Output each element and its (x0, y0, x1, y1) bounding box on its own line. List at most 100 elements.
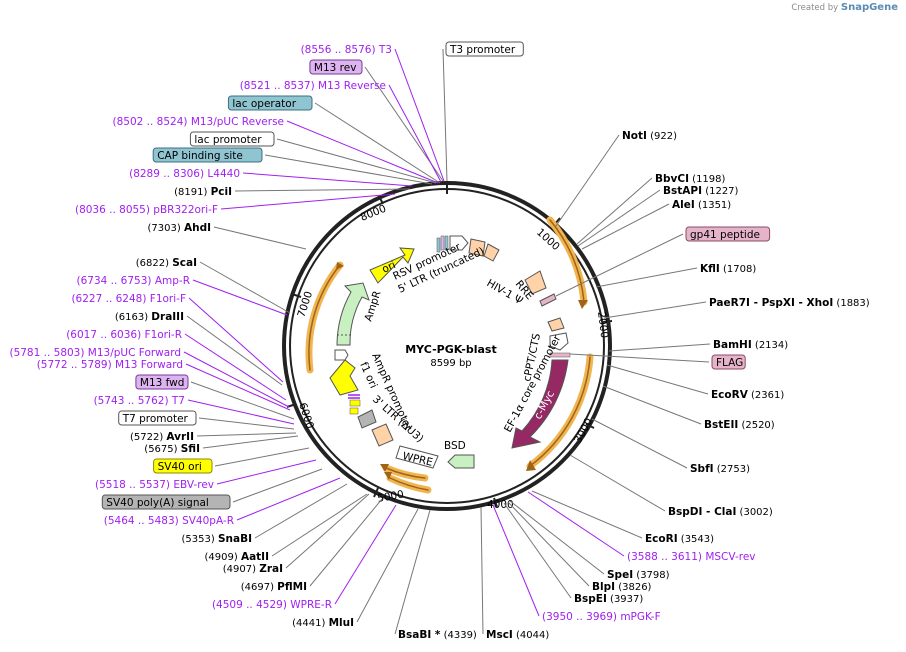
label-text-sv40-ori: SV40 ori (158, 461, 202, 473)
label-text-zrai: (4907) ZraI (223, 563, 283, 575)
plasmid-name: MYC-PGK-blast (405, 343, 497, 356)
site-label-wpre-r[interactable]: (4509 .. 4529) WPRE-R (212, 599, 332, 611)
site-label-scai[interactable]: (6822) ScaI (136, 257, 197, 269)
site-label-m13-fwd[interactable]: M13 fwd (135, 374, 189, 390)
site-label-lac-operator[interactable]: lac operator (227, 95, 313, 111)
site-label-m13-forward[interactable]: (5772 .. 5789) M13 Forward (37, 359, 183, 371)
label-box-m13-rev (309, 59, 363, 75)
leader-bspdi (569, 454, 666, 512)
site-label-sv40-ori[interactable]: SV40 ori (153, 458, 213, 474)
site-label-sbfi[interactable]: SbfI (2753) (690, 463, 750, 475)
site-label-mpgk-f[interactable]: (3950 .. 3969) mPGK-F (542, 611, 661, 623)
site-label-zrai[interactable]: (4907) ZraI (223, 563, 283, 575)
label-text-f1ori-r: (6017 .. 6036) F1ori-R (66, 329, 182, 341)
site-label-paer7i[interactable]: PaeR7I - PspXI - XhoI (1883) (709, 297, 870, 309)
site-label-bspdi[interactable]: BspDI - ClaI (3002) (668, 506, 773, 518)
leader-bstapi (577, 189, 661, 247)
wpre-feature (395, 445, 439, 469)
label-text-blpi: BlpI (3826) (592, 581, 652, 593)
label-box-sv40-ori (153, 458, 213, 474)
site-label-avrii[interactable]: (5722) AvrII (130, 431, 194, 443)
site-label-alei[interactable]: AleI (1351) (672, 199, 731, 211)
site-label-spei[interactable]: SpeI (3798) (607, 569, 670, 581)
site-label-aatii[interactable]: (4909) AatII (205, 551, 269, 563)
leader-blpi (507, 501, 590, 587)
site-label-gp41-peptide[interactable]: gp41 peptide (685, 226, 771, 242)
site-label-ecori[interactable]: EcoRI (3543) (645, 533, 714, 545)
label-text-ecorv: EcoRV (2361) (711, 389, 784, 401)
tick-5000 (373, 487, 379, 498)
sv40ori-box (349, 399, 361, 407)
site-label-bsteii[interactable]: BstEII (2520) (704, 419, 775, 431)
leader-sv40-ori (214, 447, 310, 467)
leader-f1ori-f (188, 297, 284, 383)
leader-flag (569, 353, 710, 363)
site-label-cap-binding-site[interactable]: CAP binding site (152, 147, 263, 163)
leader-m13-fwd (190, 381, 295, 420)
site-label-m13-puc-forward[interactable]: (5781 .. 5803) M13/pUC Forward (9, 347, 181, 359)
label-text-m13-rev: M13 rev (314, 62, 357, 74)
site-label-ahdi[interactable]: (7303) AhdI (148, 222, 211, 234)
site-label-f1ori-f[interactable]: (6227 .. 6248) F1ori-F (71, 293, 186, 305)
label-text-t3-promoter: T3 promoter (449, 44, 516, 56)
site-label-m13-rev[interactable]: M13 rev (309, 59, 363, 75)
ampr-promoter-arrow (334, 349, 349, 361)
site-label-m13-reverse[interactable]: (8521 .. 8537) M13 Reverse (240, 80, 386, 92)
leader-mlui (356, 508, 419, 623)
leader-ahdi (213, 226, 307, 250)
leader-ecorv (606, 364, 709, 395)
leader-spei (509, 500, 605, 575)
site-label-pbr322ori-f[interactable]: (8036 .. 8055) pBR322ori-F (75, 204, 218, 216)
site-label-mscv-rev[interactable]: (3588 .. 3611) MSCV-rev (627, 551, 756, 563)
label-text-mlui: (4441) MluI (292, 617, 354, 629)
leader-t7-promoter (198, 417, 295, 430)
site-label-flag[interactable]: FLAG (711, 354, 746, 370)
site-label-pflmi[interactable]: (4697) PflMI (241, 581, 307, 593)
site-label-t3[interactable]: (8556 .. 8576) T3 (301, 44, 392, 56)
label-text-kfli: KflI (1708) (700, 263, 756, 275)
site-label-bsabi[interactable]: BsaBI * (4339) (398, 629, 477, 641)
label-text-ahdi: (7303) AhdI (148, 222, 211, 234)
leader-lac-promoter (276, 138, 437, 184)
site-label-t3-promoter[interactable]: T3 promoter (445, 41, 524, 57)
label-text-amp-r: (6734 .. 6753) Amp-R (77, 275, 191, 287)
site-label-bspei[interactable]: BspEI (3937) (574, 593, 643, 605)
site-label-sv40-poly-a-signal[interactable]: SV40 poly(A) signal (101, 494, 231, 510)
leader-m13-reverse (388, 84, 442, 183)
label-box-lac-operator (227, 95, 313, 111)
site-label-f1ori-r[interactable]: (6017 .. 6036) F1ori-R (66, 329, 182, 341)
ltr5-box (468, 238, 486, 257)
site-label-l4440[interactable]: (8289 .. 8306) L4440 (129, 168, 240, 180)
site-label-snabi[interactable]: (5353) SnaBI (182, 533, 252, 545)
site-label-blpi[interactable]: BlpI (3826) (592, 581, 652, 593)
site-label-t7-promoter[interactable]: T7 promoter (118, 410, 197, 426)
leader-sv40-poly-a-signal (232, 468, 323, 503)
label-text-msci: MscI (4044) (486, 629, 549, 641)
leader-ebv-rev (216, 459, 317, 485)
site-label-ecorv[interactable]: EcoRV (2361) (711, 389, 784, 401)
label-box-m13-fwd (135, 374, 189, 390)
site-label-bamhi[interactable]: BamHI (2134) (713, 339, 788, 351)
site-label-mlui[interactable]: (4441) MluI (292, 617, 354, 629)
site-label-sfii[interactable]: (5675) SfiI (144, 443, 200, 455)
site-label-sv40pa-r[interactable]: (5464 .. 5483) SV40pA-R (104, 515, 234, 527)
site-label-t7[interactable]: (5743 .. 5762) T7 (94, 395, 185, 407)
site-label-kfli[interactable]: KflI (1708) (700, 263, 756, 275)
label-text-m13-fwd: M13 fwd (140, 377, 185, 389)
site-label-bbvci[interactable]: BbvCI (1198) (655, 173, 726, 185)
label-text-sfii: (5675) SfiI (144, 443, 200, 455)
label-text-snabi: (5353) SnaBI (182, 533, 252, 545)
site-label-amp-r[interactable]: (6734 .. 6753) Amp-R (77, 275, 191, 287)
site-label-noti[interactable]: NotI (922) (622, 130, 677, 142)
site-label-ebv-rev[interactable]: (5518 .. 5537) EBV-rev (95, 479, 214, 491)
tick-label-5000: 5000 (376, 488, 404, 504)
label-text-pbr322ori-f: (8036 .. 8055) pBR322ori-F (75, 204, 218, 216)
site-label-bstapi[interactable]: BstAPI (1227) (663, 185, 739, 197)
site-label-m13-puc-reverse[interactable]: (8502 .. 8524) M13/pUC Reverse (112, 116, 284, 128)
site-label-lac-promoter[interactable]: lac promoter (189, 131, 275, 147)
label-text-bstapi: BstAPI (1227) (663, 185, 739, 197)
site-label-draiii[interactable]: (6163) DraIII (115, 311, 184, 323)
site-label-pcii[interactable]: (8191) PciI (174, 186, 232, 198)
leader-sfii (202, 435, 299, 449)
site-label-msci[interactable]: MscI (4044) (486, 629, 549, 641)
